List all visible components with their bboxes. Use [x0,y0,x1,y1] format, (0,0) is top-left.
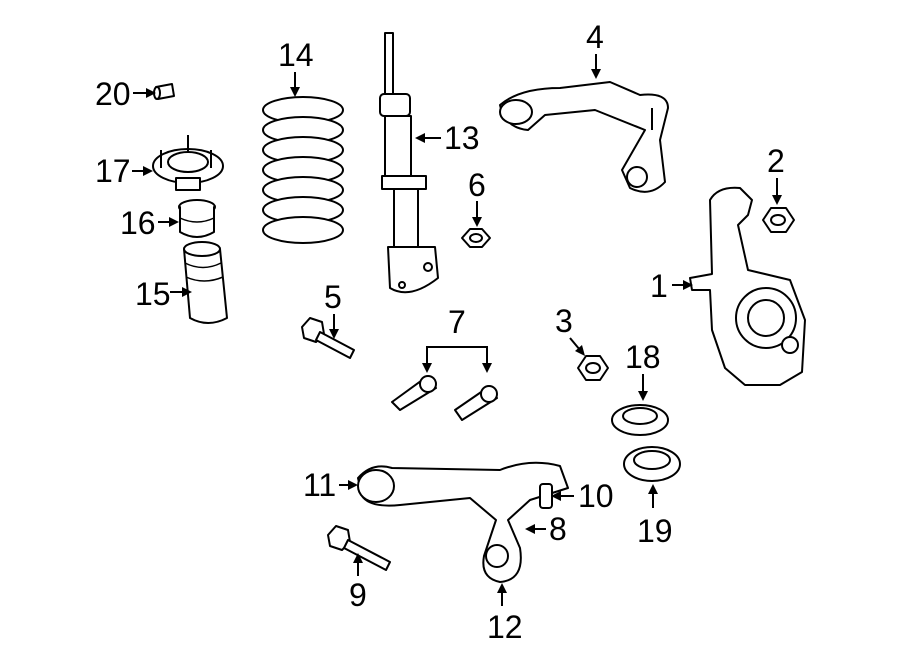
part-10-ball-joint-stud [539,483,553,509]
callout-16: 16 [120,205,156,241]
callout-20: 20 [95,76,131,112]
callout-15: 15 [135,276,171,312]
callout-1: 1 [650,268,668,304]
callout-10: 10 [578,478,614,514]
callout-17: 17 [95,153,131,189]
callout-3: 3 [555,303,573,339]
callout-18: 18 [625,339,661,375]
callout-8: 8 [549,511,567,547]
part-5-bolt [301,317,355,359]
callout-7: 7 [448,304,466,340]
part-9-bolt [327,525,391,571]
part-19-spring-isolator [623,446,681,482]
part-1-steering-knuckle [689,186,806,386]
callout-2: 2 [767,143,785,179]
part-3-nut [577,355,609,381]
part-11-lower-control-arm [357,461,569,583]
part-20-bump-cap [153,83,175,100]
part-4-upper-control-arm [499,81,669,193]
part-15-dust-boot [183,241,228,324]
part-16-jounce-bumper [178,199,216,238]
part-7-cam-bolts [391,375,498,421]
callout-5: 5 [324,279,342,315]
part-13-strut-shock [379,32,439,294]
callout-6: 6 [468,167,486,203]
callout-12: 12 [487,609,523,645]
callout-19: 19 [637,513,673,549]
callout-4: 4 [586,19,604,55]
part-14-coil-spring [262,96,344,244]
part-17-strut-mount [152,135,224,191]
part-2-nut [762,207,795,233]
callout-13: 13 [444,120,480,156]
callout-11: 11 [303,467,336,503]
callout-9: 9 [349,577,367,613]
callout-14: 14 [278,37,314,73]
part-18-spring-isolator [611,404,669,436]
part-6-nut [461,228,491,248]
